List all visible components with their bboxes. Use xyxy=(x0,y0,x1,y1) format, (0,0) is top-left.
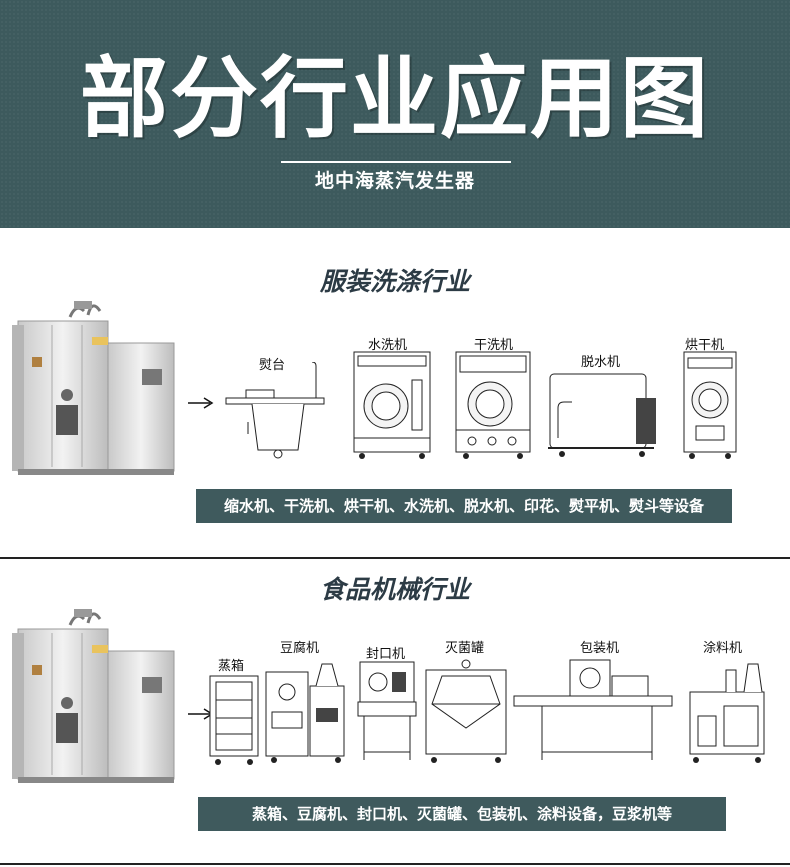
page-subtitle: 地中海蒸汽发生器 xyxy=(314,170,475,192)
section-divider xyxy=(0,557,790,559)
page-title: 部分行业应用图 xyxy=(79,47,710,150)
sterilizer-image xyxy=(425,659,507,763)
section-title-food: 食品机械行业 xyxy=(319,575,470,604)
machine-label-tofu-machine: 豆腐机 xyxy=(280,641,320,656)
food-equipment-bar: 蒸箱、豆腐机、封口机、灭菌罐、包装机、涂料设备，豆浆机等 xyxy=(198,797,726,831)
washer-image xyxy=(353,351,431,459)
machine-label-sterilizer: 灭菌罐 xyxy=(445,641,485,656)
machine-label-washer: 水洗机 xyxy=(368,338,408,353)
spin-dryer-image xyxy=(548,373,656,457)
machine-label-steam-cabinet: 蒸箱 xyxy=(218,659,245,674)
ironing-table-image xyxy=(225,362,325,459)
machine-label-packaging-machine: 包装机 xyxy=(580,641,620,656)
packaging-machine-image xyxy=(513,659,673,760)
dry-cleaner-image xyxy=(455,351,531,459)
machine-label-spin-dryer: 脱水机 xyxy=(581,355,621,370)
steam-generator-image xyxy=(12,609,175,783)
machine-label-dry-cleaner: 干洗机 xyxy=(474,338,514,353)
tofu-machine-image xyxy=(265,663,345,763)
arrow-right-icon xyxy=(188,397,214,409)
machine-label-ironing-table: 熨台 xyxy=(259,358,286,373)
steam-generator-image xyxy=(12,301,175,475)
machine-label-sealing-machine: 封口机 xyxy=(366,647,406,662)
machine-label-coating-machine: 涂料机 xyxy=(703,641,743,656)
tumble-dryer-image xyxy=(683,351,737,459)
steam-cabinet-image xyxy=(209,675,259,765)
machine-label-tumble-dryer: 烘干机 xyxy=(685,338,725,353)
section-title-garment: 服装洗涤行业 xyxy=(319,267,470,296)
coating-machine-image xyxy=(689,663,765,763)
header-banner: 部分行业应用图 地中海蒸汽发生器 xyxy=(0,0,790,228)
garment-equipment-bar: 缩水机、干洗机、烘干机、水洗机、脱水机、印花、熨平机、熨斗等设备 xyxy=(196,489,732,523)
title-underline xyxy=(281,161,511,163)
sealing-machine-image xyxy=(357,661,417,760)
bottom-divider xyxy=(0,863,790,865)
